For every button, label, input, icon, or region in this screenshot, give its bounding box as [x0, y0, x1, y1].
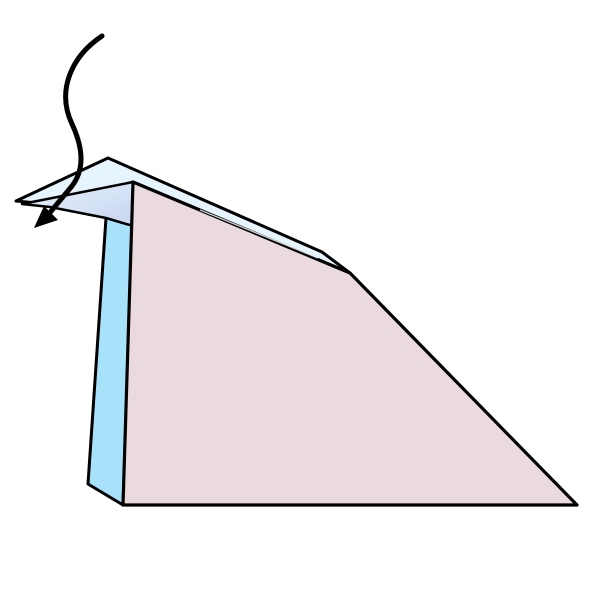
fold-direction-arrow-icon	[34, 33, 105, 228]
fold-flap-inner	[20, 180, 135, 228]
crease-line	[199, 209, 319, 259]
paper-front-face	[121, 180, 579, 507]
